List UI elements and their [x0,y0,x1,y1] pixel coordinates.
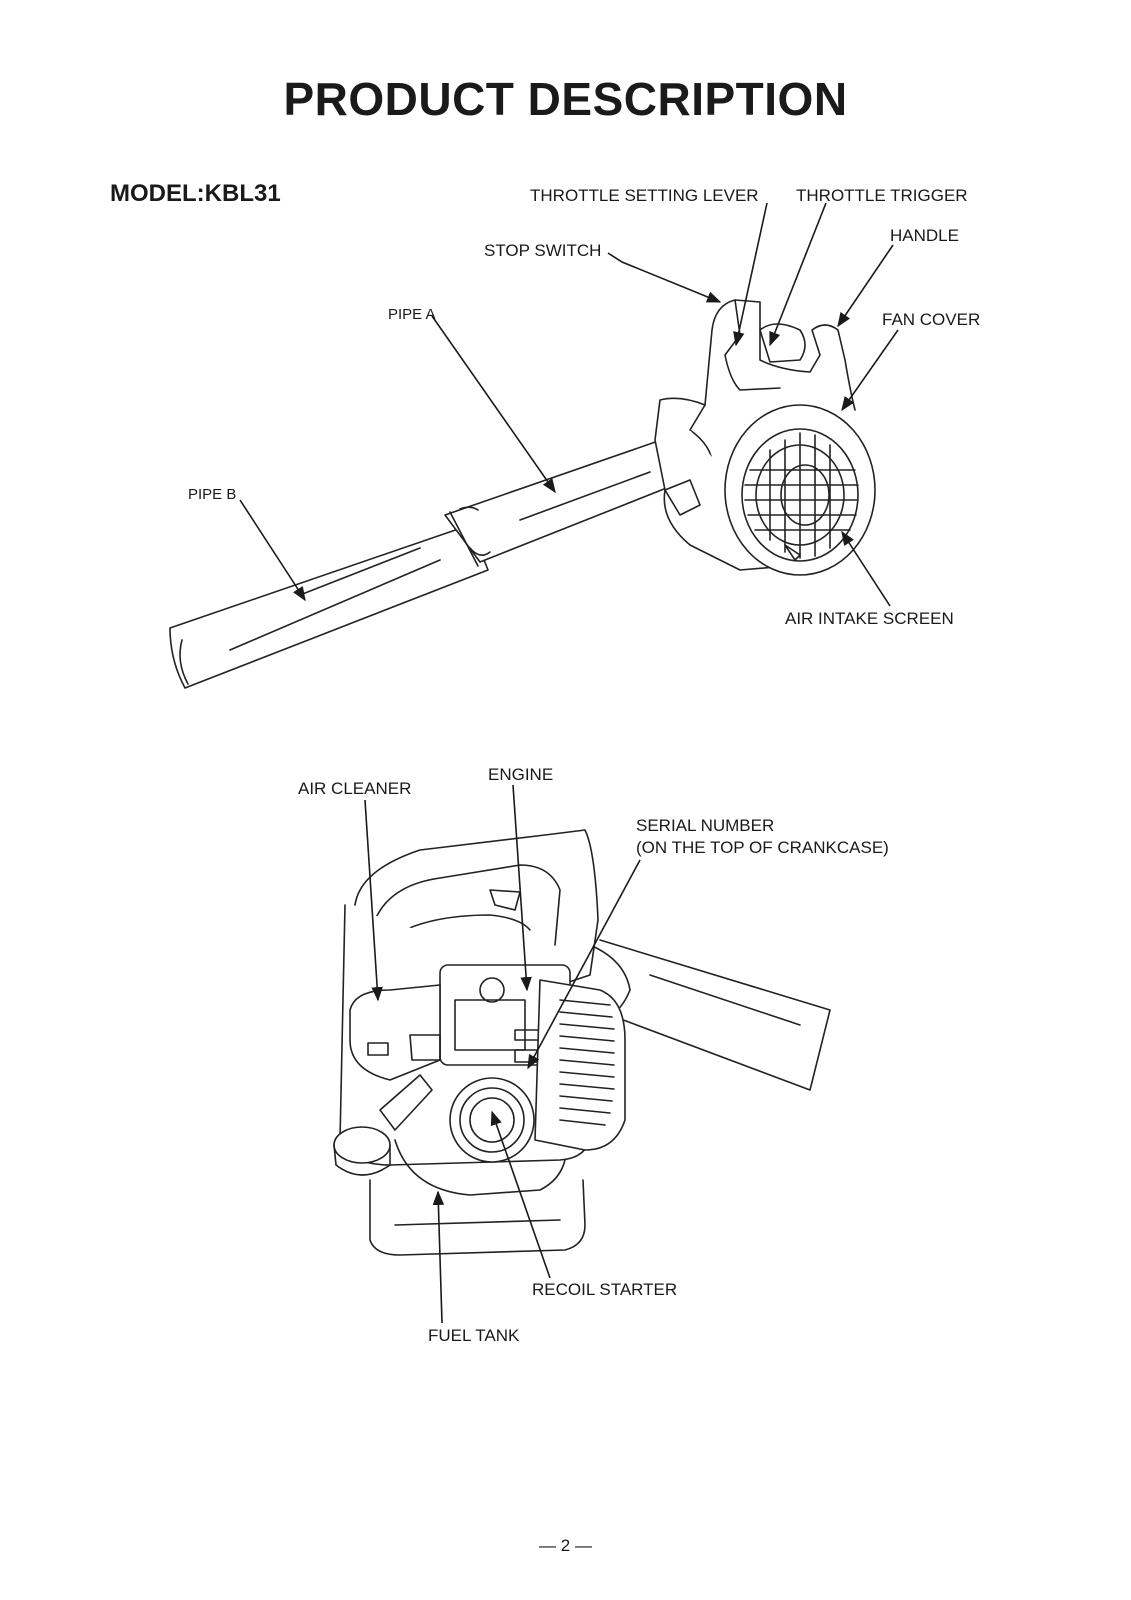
label-pipe-b: PIPE B [188,486,237,503]
label-pipe-a: PIPE A [388,306,436,323]
label-serial-number-location: (ON THE TOP OF CRANKCASE) [636,838,889,857]
label-engine: ENGINE [488,765,554,784]
label-throttle-trigger: THROTTLE TRIGGER [796,186,968,205]
page-number: — 2 — [539,1536,592,1555]
blower-side-leader-lines [239,202,899,607]
label-handle: HANDLE [890,226,959,245]
label-stop-switch: STOP SWITCH [484,241,602,260]
label-throttle-setting-lever: THROTTLE SETTING LEVER [530,186,759,205]
label-fan-cover: FAN COVER [882,310,981,329]
label-recoil-starter: RECOIL STARTER [532,1280,678,1299]
blower-engine-leader-lines [364,784,641,1324]
label-air-cleaner: AIR CLEANER [298,779,412,798]
page-title: PRODUCT DESCRIPTION [283,73,848,125]
blower-side-view-drawing [169,299,876,689]
label-air-intake-screen: AIR INTAKE SCREEN [785,609,954,628]
label-serial-number: SERIAL NUMBER [636,816,775,835]
label-fuel-tank: FUEL TANK [428,1326,520,1345]
model-heading: MODEL:KBL31 [110,180,281,207]
blower-engine-view-drawing [333,829,831,1256]
